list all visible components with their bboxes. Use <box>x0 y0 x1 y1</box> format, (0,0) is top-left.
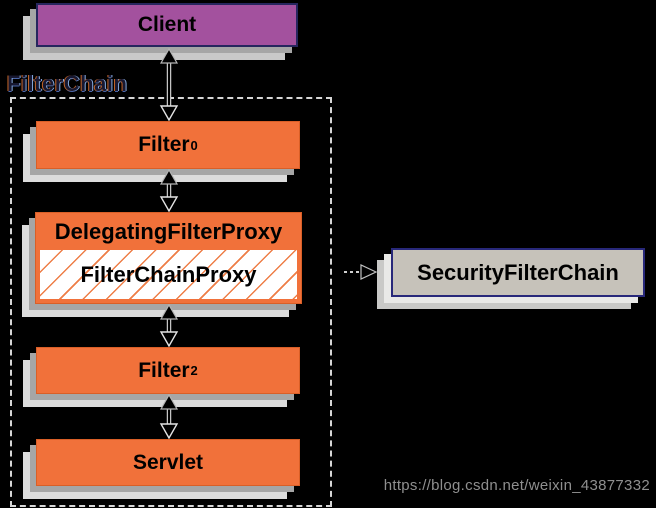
arrowhead-up-icon <box>159 48 179 64</box>
arrowhead-down-icon <box>159 196 179 212</box>
filter0-subscript: 0 <box>190 137 198 153</box>
arrowhead-right-icon <box>360 264 378 280</box>
client-label: Client <box>137 13 197 36</box>
arrowhead-up-icon <box>159 169 179 185</box>
filter2-subscript: 2 <box>190 363 198 378</box>
security-filter-chain-node: SecurityFilterChain <box>391 248 645 297</box>
servlet-label: Servlet <box>132 450 204 474</box>
connector-dfp-filter2 <box>159 304 179 347</box>
servlet-node: Servlet <box>36 439 300 486</box>
delegating-filter-proxy-node: DelegatingFilterProxy FilterChainProxy <box>35 212 302 304</box>
filter2-label: Filter <box>138 358 190 382</box>
arrowhead-up-icon <box>159 304 179 320</box>
connector-filter0-dfp <box>159 169 179 212</box>
connector-client-filter0 <box>159 48 179 121</box>
arrowhead-down-icon <box>159 331 179 347</box>
arrowhead-down-icon <box>159 423 179 439</box>
client-node: Client <box>36 3 298 47</box>
watermark-url: https://blog.csdn.net/weixin_43877332 <box>383 477 650 494</box>
delegating-filter-proxy-label: DelegatingFilterProxy <box>54 218 283 244</box>
filter-chain-proxy-label: FilterChainProxy <box>80 261 257 287</box>
security-filter-chain-label: SecurityFilterChain <box>417 259 619 285</box>
connector-filter2-servlet <box>159 394 179 439</box>
arrowhead-up-icon <box>159 394 179 410</box>
arrowhead-down-icon <box>159 105 179 121</box>
filter-chain-proxy-node: FilterChainProxy <box>40 250 297 299</box>
filterchain-group-label: FilterChain <box>7 71 128 96</box>
filter0-label: Filter <box>138 133 190 156</box>
connector-fcp-securityfilterchain <box>344 264 378 280</box>
